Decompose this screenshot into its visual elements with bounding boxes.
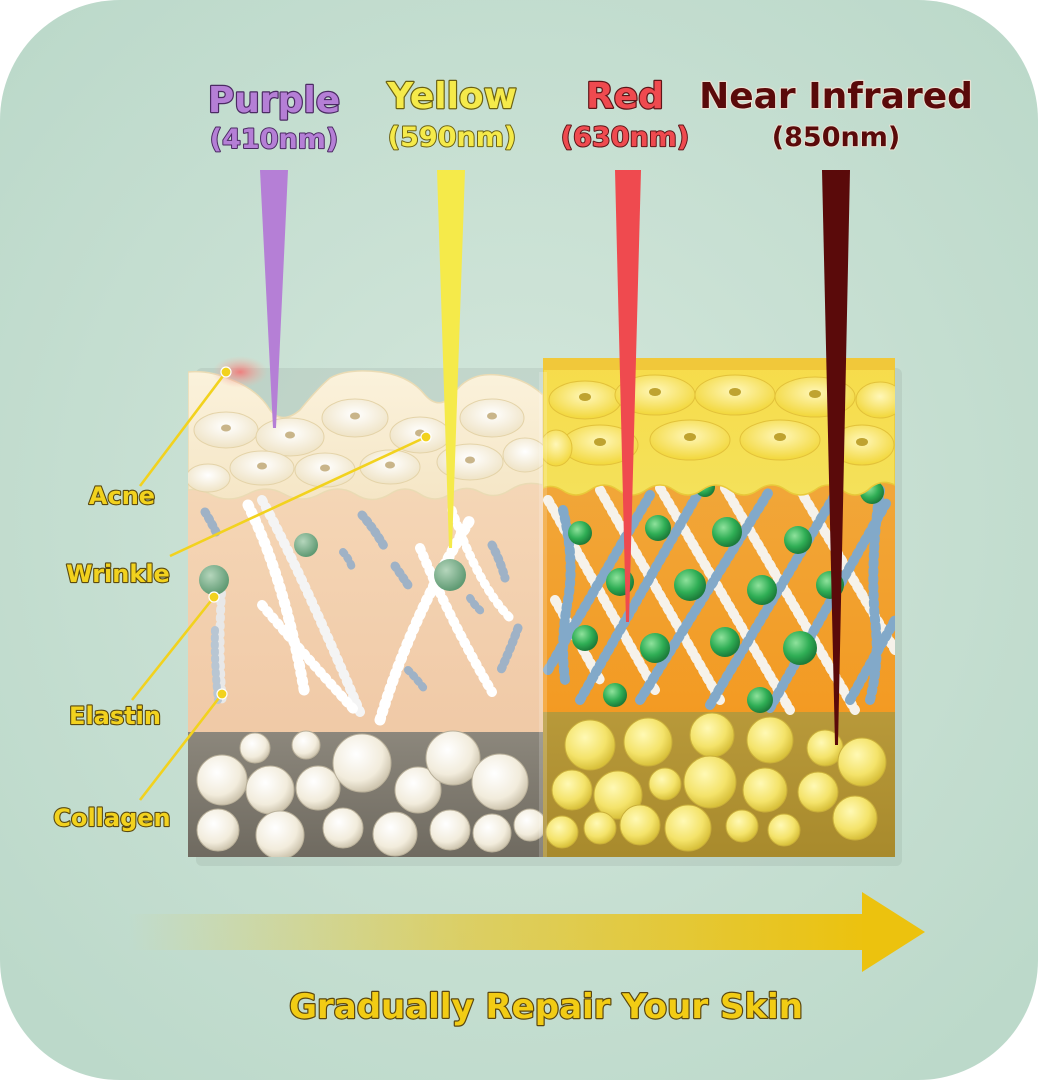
wavelength-name-purple: Purple (208, 80, 340, 121)
callout-dot-collagen (216, 688, 228, 700)
wavelength-name-red: Red (586, 76, 664, 117)
callout-lines (130, 371, 427, 801)
wavelength-nm-red: (630nm) (561, 122, 689, 153)
arrow-head (862, 892, 925, 972)
wavelength-name-yellow: Yellow (386, 76, 517, 117)
arrow-shaft (128, 914, 868, 950)
callout-dot-elastin (208, 591, 220, 603)
callout-dot-wrinkle (420, 431, 432, 443)
callout-line-elastin (130, 596, 216, 701)
light-beams (260, 170, 850, 745)
beam-yellow (437, 170, 465, 548)
callout-line-collagen (138, 693, 224, 801)
acne-spot (212, 356, 268, 388)
beam-near-infrared (822, 170, 850, 745)
label-acne: Acne (89, 482, 155, 510)
dermis-layer-damaged (188, 470, 543, 740)
collagen-fibers-damaged (200, 495, 523, 726)
skin-section-damaged (188, 356, 543, 857)
footer-caption: Gradually Repair Your Skin (289, 987, 803, 1027)
wavelength-nm-purple: (410nm) (210, 124, 338, 155)
wavelength-nm-near-infrared: (850nm) (772, 122, 900, 153)
progress-arrow (128, 892, 925, 972)
label-collagen: Collagen (53, 804, 170, 832)
callout-line-acne (138, 371, 228, 487)
label-wrinkle: Wrinkle (66, 560, 170, 588)
callout-line-wrinkle (169, 435, 427, 558)
skin-section-repaired (543, 358, 895, 857)
beam-red (615, 170, 641, 622)
beam-purple (260, 170, 288, 428)
elastin-nodes-damaged (199, 533, 466, 595)
section-divider (539, 372, 547, 857)
elastin-nodes-repaired (568, 477, 884, 713)
fat-cells-repaired (545, 712, 887, 852)
wavelength-labels: Purple (410nm) Yellow (590nm) Red (630nm… (207, 75, 974, 156)
cell-nuclei-repaired (579, 388, 868, 446)
callout-dot-acne (220, 366, 232, 378)
callout-dots (208, 366, 432, 700)
label-elastin: Elastin (69, 702, 161, 730)
side-labels: Acne Wrinkle Elastin Collagen (52, 481, 171, 833)
wavelength-name-near-infrared: Near Infrared (699, 76, 973, 117)
wavelength-nm-yellow: (590nm) (388, 122, 516, 153)
fat-cells-damaged (196, 730, 543, 857)
